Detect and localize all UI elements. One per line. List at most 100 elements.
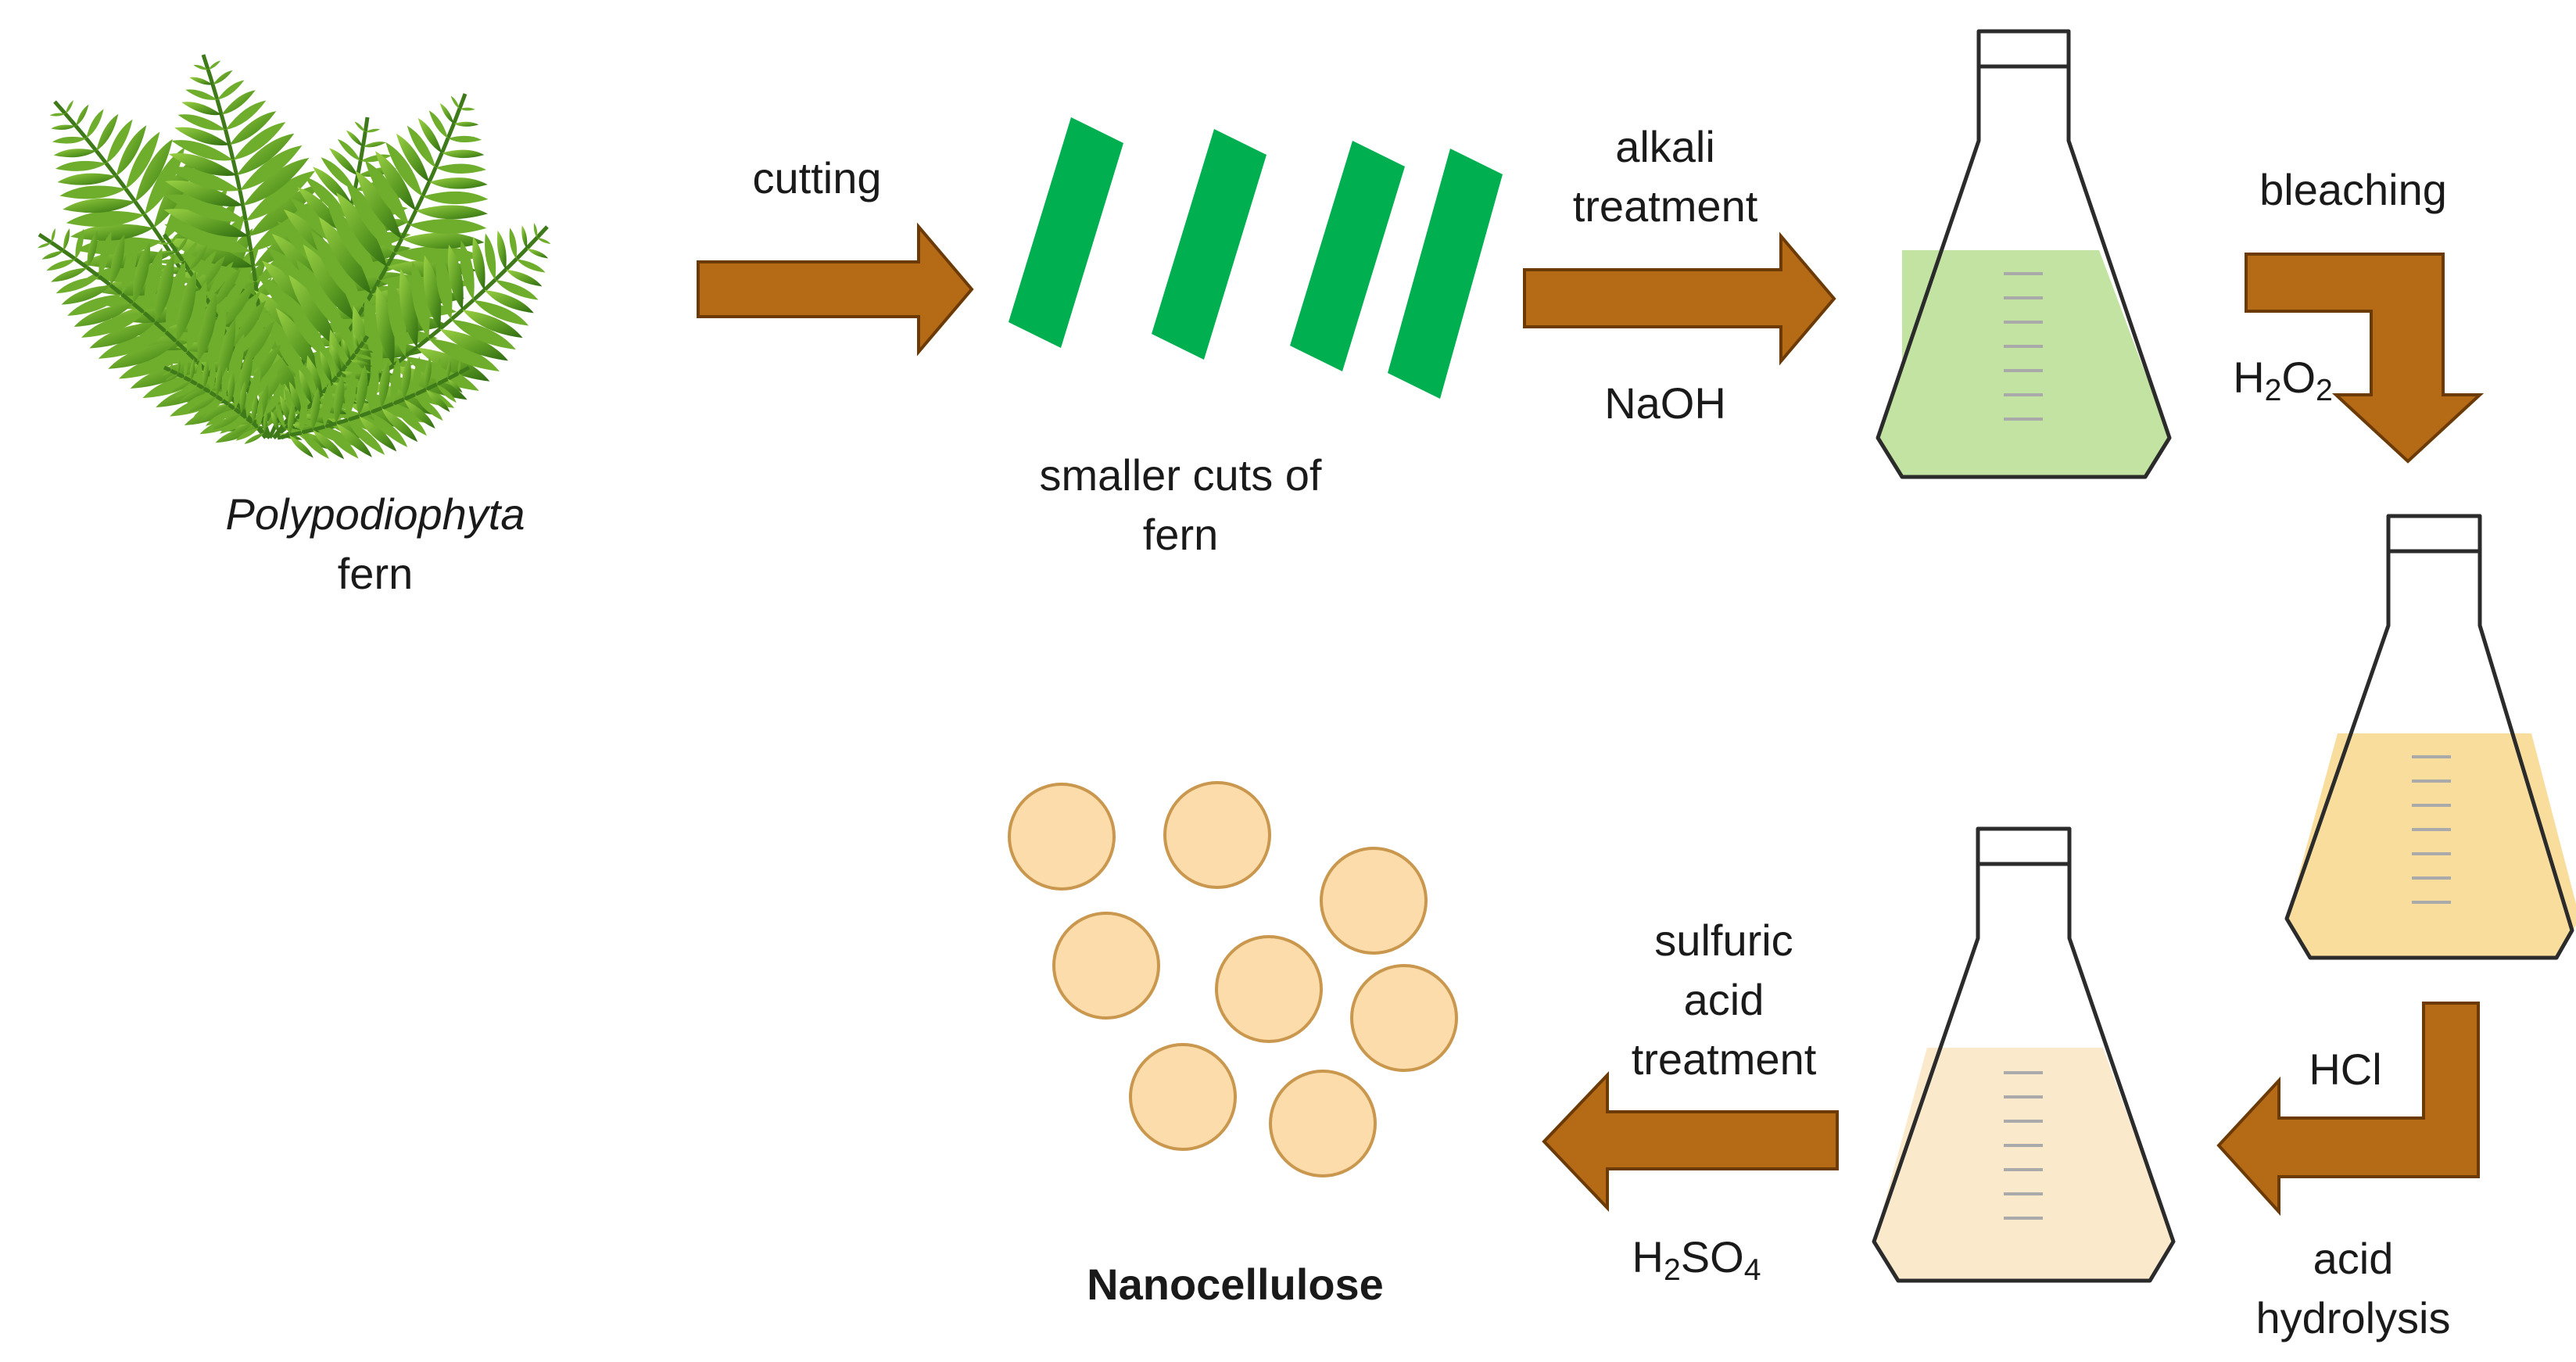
fern-leaflet [446, 358, 451, 379]
fern-leaflet [425, 389, 450, 413]
fern-leaflet [442, 149, 485, 159]
fern-leaflet [205, 409, 235, 426]
fern-leaflet [390, 357, 401, 404]
fern-leaflet [164, 194, 246, 222]
fern-leaflet [174, 384, 198, 398]
fern-leaflet [202, 360, 210, 389]
fern-leaflet [63, 198, 135, 213]
fern-leaflet [242, 157, 310, 206]
fern-leaflet [217, 80, 245, 100]
fern-leaflet [118, 352, 188, 379]
fern-leaflet [346, 130, 364, 147]
fern-leaflet [459, 107, 475, 111]
cutting-label: cutting [752, 153, 882, 203]
hcl-arrow [2216, 1002, 2480, 1217]
fern-leaflet [65, 100, 73, 114]
fern-leaflet [236, 133, 295, 176]
fern-leaflet [506, 269, 543, 287]
fern-leaflet [363, 142, 386, 148]
fern-leaflet [393, 365, 468, 400]
fern-leaflet [296, 259, 347, 335]
fern-leaflet [228, 291, 261, 337]
fern-leaflet [313, 167, 353, 204]
fern-leaflet [303, 244, 356, 321]
fern-leaflet [121, 237, 138, 295]
fern-leaflet [407, 125, 436, 168]
fern-leaflet [99, 231, 112, 277]
fern-leaflet [133, 242, 151, 304]
acid-hydrolysis-label: acid hydrolysis [2255, 1234, 2451, 1342]
fern-leaflet [46, 259, 76, 271]
fern-leaflet [287, 403, 296, 435]
fern-leaflet [199, 404, 229, 422]
fern-leaflet [61, 285, 111, 305]
fern-leaflet [59, 185, 126, 199]
fern-leaflet [365, 128, 381, 133]
fern-leaflet [206, 261, 234, 299]
fern-leaflet [167, 377, 185, 387]
fern-leaflet [188, 396, 217, 413]
fern-leaflet [458, 373, 468, 383]
hcl-label: HCl [2309, 1045, 2382, 1094]
fern-leaflet [280, 395, 291, 425]
fern-leaflet [212, 414, 242, 430]
fern-leaflet [233, 375, 241, 410]
fern-leaflet [63, 228, 70, 251]
fern-leaflet [355, 170, 402, 239]
fern-leaflet [233, 122, 286, 160]
particle [1215, 935, 1323, 1043]
fern-leaflet [197, 292, 217, 363]
nanocellulose-label: Nanocellulose [1087, 1260, 1384, 1309]
fern-leaflet [87, 230, 99, 268]
fern-leaflet [176, 271, 197, 342]
fern-leaflet [161, 371, 171, 376]
fern-leaflet [55, 160, 107, 171]
fern-leaflet [222, 282, 255, 328]
cutting-arrow [697, 222, 974, 357]
fern-leaflet [350, 360, 372, 367]
fern-leaflet [165, 238, 254, 268]
fern-leaflet [275, 307, 321, 375]
fern-leaflet [177, 114, 226, 131]
fern-leaflet [359, 416, 397, 452]
bleaching-arrow [2245, 253, 2485, 464]
fern-leaflet [329, 148, 358, 176]
fern-leaflet [96, 113, 119, 151]
fern-leaflet [57, 173, 116, 185]
fern-leaflet [116, 125, 147, 177]
fern-leaflet [424, 357, 432, 390]
fern-leaflet [232, 300, 267, 347]
fern-leaflet [382, 408, 418, 443]
fern-leaflet [374, 151, 416, 211]
fern-leaflet [428, 110, 449, 138]
fern-leaflet [288, 382, 302, 414]
fern-leaflet [462, 310, 523, 339]
fern-leaflet [237, 310, 271, 357]
fern-leaflet [221, 367, 229, 401]
fern-leaflet [225, 100, 267, 130]
fern-leaflet [409, 219, 487, 235]
fern-leaflet [41, 250, 64, 260]
flask-bleached-outline [2284, 514, 2574, 960]
fern-strip-1 [1009, 117, 1123, 348]
fern-leaflet [257, 401, 263, 428]
fern-leaflet [496, 230, 507, 270]
fern-leaflet [336, 341, 346, 366]
fern-leaflet [81, 313, 145, 338]
fern-leaflet [51, 228, 56, 243]
fern-leaflet [269, 325, 312, 387]
fern-leaflet [189, 246, 208, 271]
fern-leaflet [195, 250, 217, 280]
fern-leaflet [428, 338, 500, 371]
fern-leaflet [348, 336, 355, 355]
fern-leaflet [450, 95, 460, 109]
fern-leaflet [309, 359, 323, 394]
fern-leaflet [183, 392, 211, 408]
fern-leaflet [263, 410, 268, 433]
fern-leaflet [213, 70, 233, 85]
fern-leaflet [67, 294, 122, 316]
fern-leaflet [288, 274, 339, 348]
fern-leaflet [270, 410, 280, 434]
fern-leaflet [299, 369, 313, 404]
